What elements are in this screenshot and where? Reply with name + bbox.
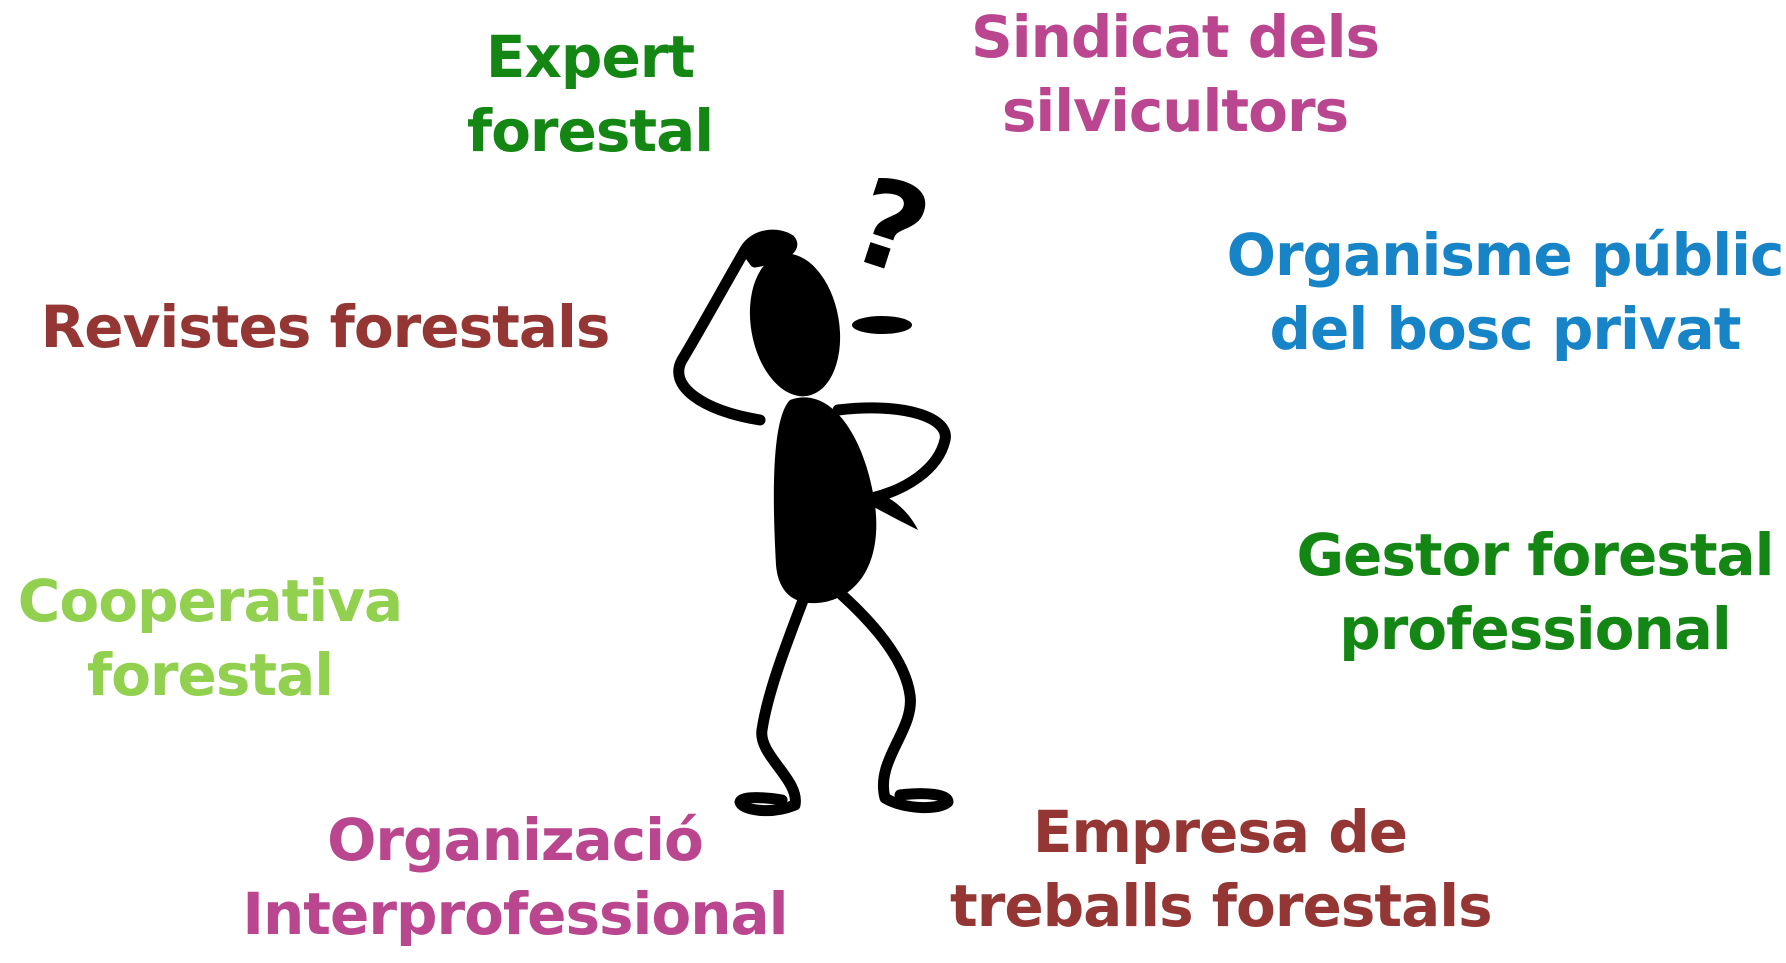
body-shape [773, 397, 877, 604]
label-line: treballs forestals [950, 872, 1493, 940]
label-line: Cooperativa [17, 567, 403, 635]
label-cooperativa-forestal: Cooperativa forestal [10, 564, 410, 712]
nose-shape [852, 316, 912, 334]
label-line: Gestor forestal [1296, 521, 1774, 589]
label-line: Organizació [327, 806, 704, 874]
label-line: silvicultors [1001, 77, 1349, 145]
hand-shape [742, 232, 794, 264]
label-revistes-forestals: Revistes forestals [40, 290, 611, 364]
confused-stick-figure-icon: ? [673, 170, 954, 817]
label-line: Revistes forestals [40, 293, 611, 361]
label-expert-forestal: Expert forestal [455, 20, 725, 168]
label-gestor-forestal: Gestor forestal professional [1290, 518, 1780, 666]
arm-right [832, 402, 951, 504]
hand-hip [872, 492, 918, 530]
label-line: Sindicat dels [970, 3, 1380, 71]
label-line: Expert [485, 23, 695, 91]
label-empresa-treballs: Empresa de treballs forestals [950, 795, 1493, 943]
label-organisme-public: Organisme públic del bosc privat [1225, 218, 1785, 366]
label-line: professional [1339, 595, 1732, 663]
label-line: Empresa de [1032, 798, 1408, 866]
label-line: del bosc privat [1269, 295, 1741, 363]
head-shape [749, 253, 841, 397]
question-mark-icon: ? [836, 170, 945, 305]
label-sindicat-silvicultors: Sindicat dels silvicultors [950, 0, 1400, 148]
leg-left [734, 589, 811, 817]
label-line: Organisme públic [1226, 221, 1785, 289]
label-line: forestal [466, 97, 714, 165]
label-organizacio-interprofessional: Organizació Interprofessional [225, 803, 805, 951]
label-line: Interprofessional [242, 880, 788, 948]
label-line: forestal [86, 641, 334, 709]
leg-right [836, 589, 954, 814]
